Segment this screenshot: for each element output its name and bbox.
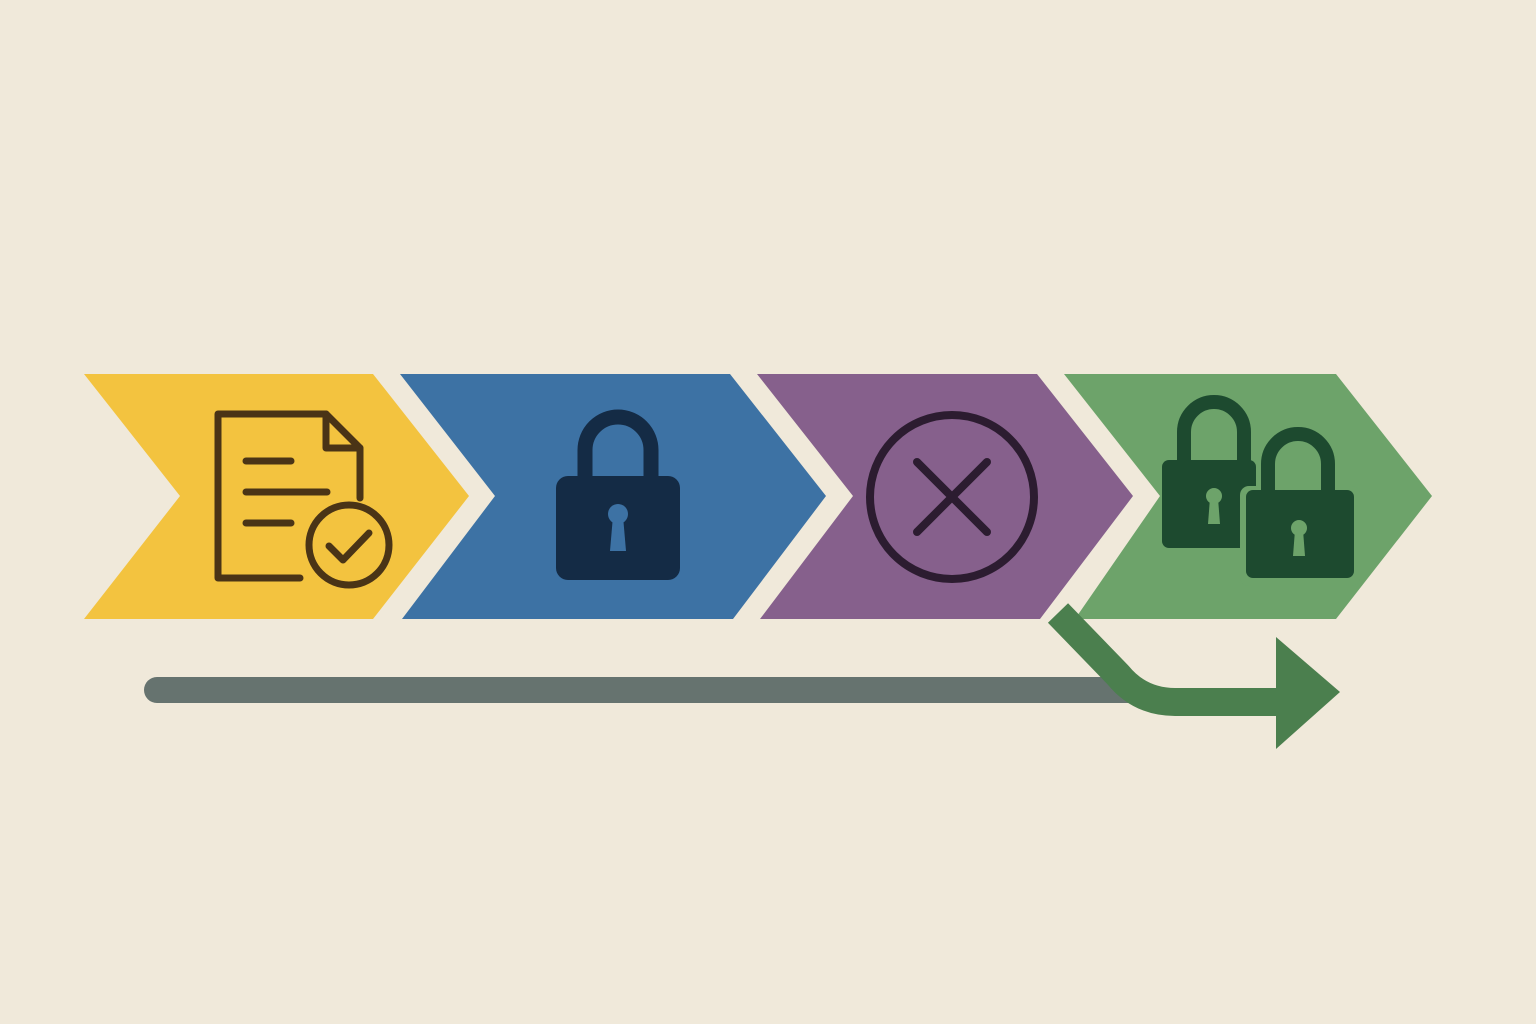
branch-arrow-icon — [1047, 603, 1340, 749]
step-double-locked — [1064, 374, 1432, 619]
document-check-icon — [214, 410, 393, 589]
step-document-approved — [84, 374, 469, 619]
step-rejected — [757, 374, 1133, 619]
circle-x-icon — [866, 411, 1038, 583]
padlock-icon — [556, 409, 680, 580]
double-padlock-icon — [1162, 395, 1360, 586]
chevron-step-1 — [84, 374, 469, 619]
chevron-step-3 — [757, 374, 1133, 619]
step-locked — [400, 374, 826, 619]
